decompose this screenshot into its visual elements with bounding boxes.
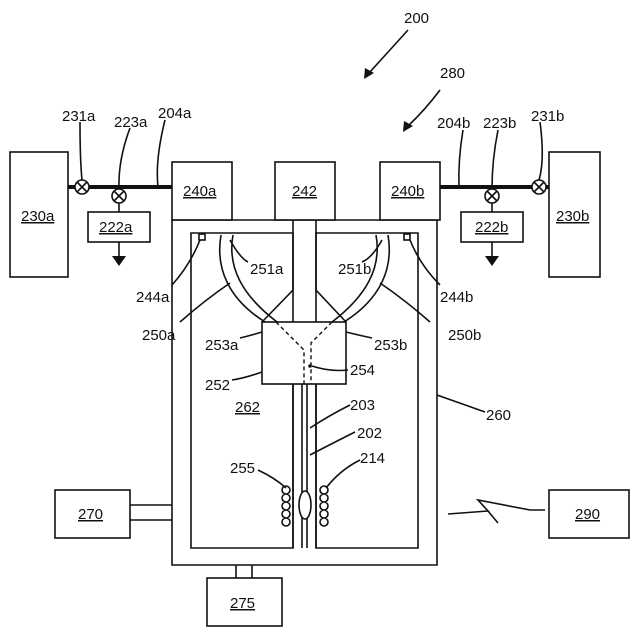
label-240a: 240a <box>183 183 217 200</box>
leader-214 <box>326 460 360 488</box>
leader-251b <box>362 240 382 262</box>
label-260: 260 <box>486 407 511 424</box>
label-223b: 223b <box>483 115 516 132</box>
leader-223a <box>119 128 130 189</box>
arm-250b-inner <box>332 235 377 322</box>
label-252: 252 <box>205 377 230 394</box>
coil-255 <box>282 486 290 526</box>
leader-231b <box>539 122 542 180</box>
sensor-244a <box>199 234 205 240</box>
label-244b: 244b <box>440 289 473 306</box>
leader-244b <box>410 240 440 285</box>
label-200: 200 <box>404 10 429 27</box>
label-270: 270 <box>78 506 103 523</box>
label-222b: 222b <box>475 219 508 236</box>
label-250a: 250a <box>142 327 176 344</box>
arrow-head-b <box>485 256 499 266</box>
label-231a: 231a <box>62 108 96 125</box>
label-223a: 223a <box>114 114 148 131</box>
leader-223b <box>492 130 498 189</box>
arm-250a <box>220 235 265 322</box>
label-253a: 253a <box>205 337 239 354</box>
leader-204b <box>459 130 463 187</box>
label-262: 262 <box>235 399 260 416</box>
leader-253a <box>240 332 262 338</box>
label-203: 203 <box>350 397 375 414</box>
leader-244a <box>172 240 200 285</box>
label-231b: 231b <box>531 108 564 125</box>
arm-250b <box>344 235 389 322</box>
label-250b: 250b <box>448 327 481 344</box>
label-202: 202 <box>357 425 382 442</box>
leader-255 <box>258 470 286 488</box>
leader-260 <box>437 395 485 412</box>
arrow-head-a <box>112 256 126 266</box>
leader-204a <box>157 120 165 187</box>
point-254 <box>308 364 312 368</box>
label-290: 290 <box>575 506 600 523</box>
connector-270 <box>130 505 172 520</box>
label-255: 255 <box>230 460 255 477</box>
label-230a: 230a <box>21 208 55 225</box>
leader-253b <box>346 332 372 338</box>
leader-250b <box>380 283 430 322</box>
label-230b: 230b <box>556 208 589 225</box>
label-222a: 222a <box>99 219 133 236</box>
label-280: 280 <box>440 65 465 82</box>
connector-275 <box>236 565 252 578</box>
leader-252 <box>232 372 262 380</box>
leader-231a <box>80 122 82 180</box>
arrow-280 <box>408 90 440 126</box>
leader-250a <box>180 283 230 322</box>
label-204b: 204b <box>437 115 470 132</box>
sensor-244b <box>404 234 410 240</box>
label-244a: 244a <box>136 289 170 306</box>
label-253b: 253b <box>374 337 407 354</box>
droplet <box>299 491 311 519</box>
label-254: 254 <box>350 362 375 379</box>
label-251a: 251a <box>250 261 284 278</box>
label-204a: 204a <box>158 105 192 122</box>
arrow-200 <box>369 30 408 73</box>
label-275: 275 <box>230 595 255 612</box>
arm-250a-inner <box>232 235 277 322</box>
chamber-inner-wall-right <box>316 233 418 548</box>
label-242: 242 <box>292 183 317 200</box>
wireless-link <box>448 500 545 514</box>
label-240b: 240b <box>391 183 424 200</box>
label-251b: 251b <box>338 261 371 278</box>
label-214: 214 <box>360 450 385 467</box>
coil-214 <box>320 486 328 526</box>
